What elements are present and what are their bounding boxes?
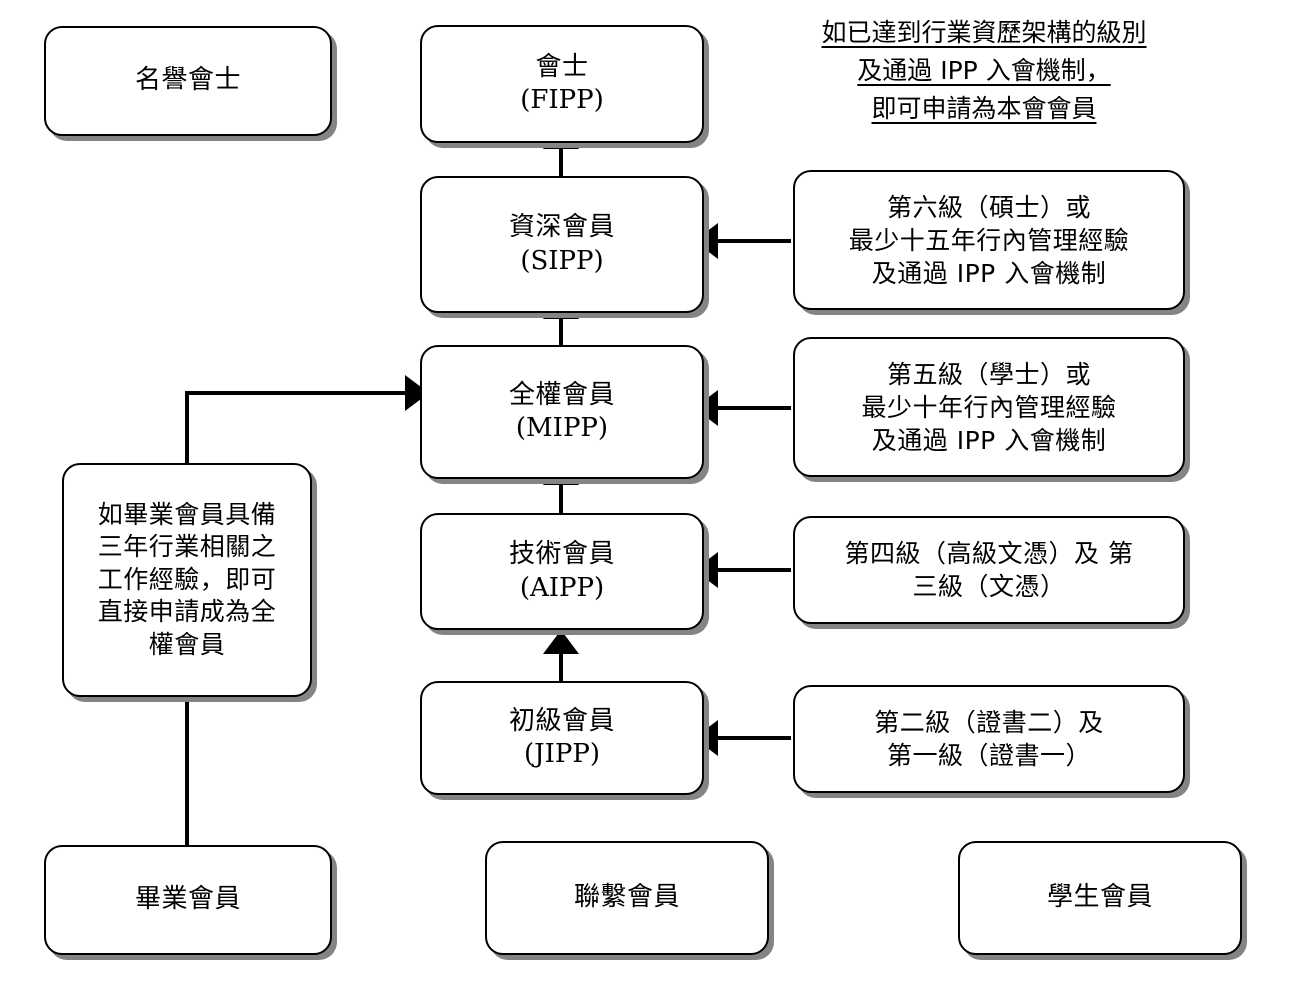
node-full-member[interactable]: 全權會員 (MIPP) (420, 345, 704, 479)
node-graduate-member[interactable]: 畢業會員 (44, 845, 332, 955)
node-junior-member-code: (JIPP) (524, 739, 600, 769)
node-student-member[interactable]: 學生會員 (958, 841, 1242, 955)
node-req-senior[interactable]: 第六級（碩士）或 最少十五年行內管理經驗 及通過 IPP 入會機制 (793, 170, 1185, 310)
node-req-technical[interactable]: 第四級（高級文憑）及 第 三級（文憑） (793, 516, 1185, 624)
node-graduate-member-label: 畢業會員 (134, 884, 241, 915)
node-req-junior-text: 第二級（證書二）及 第一級（證書一） (874, 708, 1104, 770)
node-affiliate-member-label: 聯繫會員 (573, 882, 680, 913)
node-fellow-code: (FIPP) (520, 85, 604, 115)
node-honorary-fellow[interactable]: 名譽會士 (44, 26, 332, 136)
edge-graduate-note-to-full (185, 375, 429, 463)
node-junior-member[interactable]: 初級會員 (JIPP) (420, 681, 704, 795)
node-technical-member[interactable]: 技術會員 (AIPP) (420, 513, 704, 630)
node-req-full[interactable]: 第五級（學士）或 最少十年行內管理經驗 及通過 IPP 入會機制 (793, 337, 1185, 477)
node-fellow-text: 會士 (FIPP) (512, 17, 612, 150)
node-req-technical-text: 第四級（高級文憑）及 第 三級（文憑） (844, 539, 1134, 601)
node-senior-member-text: 資深會員 (SIPP) (501, 178, 623, 311)
qualification-note-line-1: 如已達到行業資歷架構的級別 (821, 18, 1147, 47)
node-junior-member-label: 初級會員 (508, 705, 615, 736)
node-req-full-text: 第五級（學士）或 最少十年行內管理經驗 及通過 IPP 入會機制 (861, 359, 1117, 455)
node-senior-member[interactable]: 資深會員 (SIPP) (420, 176, 704, 313)
node-req-senior-text: 第六級（碩士）或 最少十五年行內管理經驗 及通過 IPP 入會機制 (848, 192, 1130, 288)
qualification-note-line-2: 及通過 IPP 入會機制， (857, 56, 1111, 85)
node-honorary-fellow-label: 名譽會士 (134, 65, 241, 96)
node-technical-member-code: (AIPP) (519, 572, 605, 603)
node-fellow-label: 會士 (535, 51, 589, 82)
node-full-member-text: 全權會員 (MIPP) (501, 345, 623, 478)
node-full-member-label: 全權會員 (508, 379, 615, 410)
node-technical-member-text: 技術會員 (AIPP) (501, 505, 623, 638)
node-senior-member-code: (SIPP) (520, 245, 604, 276)
node-student-member-label: 學生會員 (1046, 882, 1153, 913)
qualification-note: 如已達到行業資歷架構的級別 及通過 IPP 入會機制， 即可申請為本會會員 (788, 14, 1180, 128)
node-junior-member-text: 初級會員 (JIPP) (501, 671, 623, 804)
node-graduate-note[interactable]: 如畢業會員具備 三年行業相關之 工作經驗，即可 直接申請成為全 權會員 (62, 463, 312, 697)
node-senior-member-label: 資深會員 (508, 212, 615, 243)
node-fellow[interactable]: 會士 (FIPP) (420, 25, 704, 143)
node-affiliate-member[interactable]: 聯繫會員 (485, 841, 769, 955)
node-graduate-note-text: 如畢業會員具備 三年行業相關之 工作經驗，即可 直接申請成為全 權會員 (97, 499, 277, 659)
node-full-member-code: (MIPP) (515, 413, 609, 443)
node-req-junior[interactable]: 第二級（證書二）及 第一級（證書一） (793, 685, 1185, 793)
node-technical-member-label: 技術會員 (508, 539, 615, 570)
qualification-note-line-3: 即可申請為本會會員 (871, 94, 1097, 123)
